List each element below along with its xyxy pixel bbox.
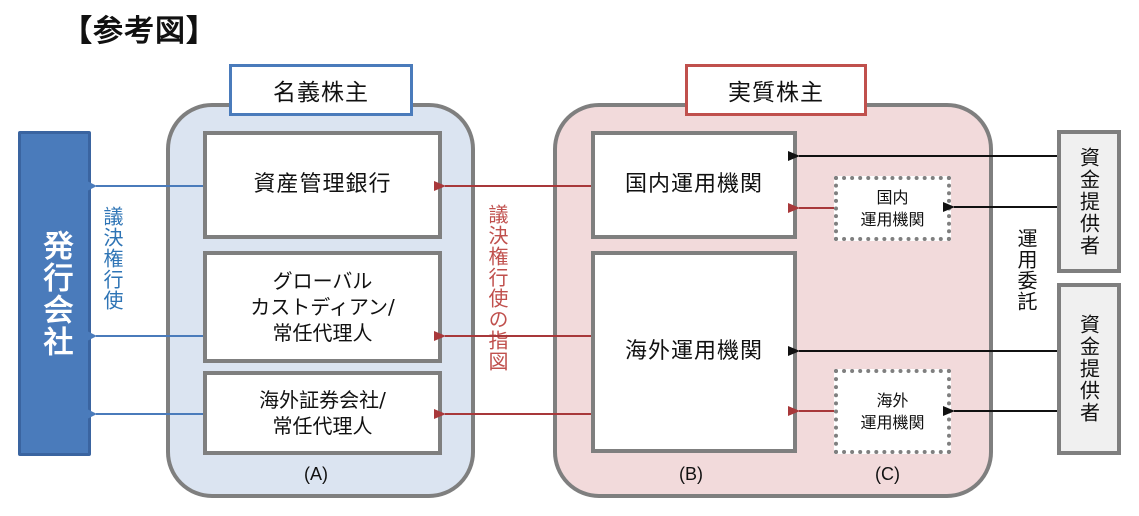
issuer-label: 発行会社 (37, 229, 73, 358)
global-custodian-line-2: カストディアン/ (250, 295, 395, 319)
voting-exercise-line-2: 行使 (100, 269, 124, 311)
issuer-box: 発行会社 (18, 131, 91, 456)
global-custodian-line-3: 常任代理人 (272, 321, 373, 345)
section-label-b: (B) (679, 464, 703, 484)
custody-bank-label: 資産管理銀行 (253, 171, 392, 197)
sub-domestic-manager-box: 国内 運用機関 (834, 176, 951, 241)
voting-instruction-label: 議決権行使の指図 (485, 204, 509, 372)
global-custodian-box: グローバル カストディアン/ 常任代理人 (203, 251, 442, 363)
funder-label-top: 資金提供者 (1076, 146, 1101, 257)
domestic-manager-label: 国内運用機関 (624, 171, 763, 197)
voting-instruction-line-2: の指図 (485, 309, 509, 372)
voting-exercise-line-1: 議決権 (100, 206, 124, 269)
section-label-c: (C) (875, 464, 900, 484)
foreign-securities-line-2: 常任代理人 (272, 414, 373, 438)
domestic-manager-box: 国内運用機関 (591, 131, 797, 239)
sub-foreign-line-2: 運用機関 (860, 412, 925, 432)
sub-domestic-line-1: 国内 (876, 187, 909, 207)
sub-foreign-line-1: 海外 (876, 390, 909, 410)
nominee-shareholder-header: 名義株主 (229, 64, 413, 116)
funder-box-top: 資金提供者 (1057, 130, 1121, 273)
foreign-manager-box: 海外運用機関 (591, 251, 797, 453)
voting-instruction-line-1: 議決権行使 (485, 204, 509, 309)
foreign-securities-line-1: 海外証券会社/ (259, 388, 386, 412)
global-custodian-line-1: グローバル (272, 269, 373, 293)
funder-label-bottom: 資金提供者 (1076, 314, 1101, 424)
beneficial-shareholder-header: 実質株主 (685, 64, 867, 116)
mandate-label: 運用委託 (1014, 228, 1038, 312)
foreign-manager-label: 海外運用機関 (624, 338, 763, 364)
funder-box-bottom: 資金提供者 (1057, 283, 1121, 455)
section-label-a: (A) (304, 464, 328, 484)
diagram-title: 【参考図】 (62, 14, 217, 49)
voting-exercise-label: 議決権行使 (100, 206, 124, 311)
sub-domestic-line-2: 運用機関 (860, 209, 925, 229)
custody-bank-box: 資産管理銀行 (203, 131, 442, 239)
